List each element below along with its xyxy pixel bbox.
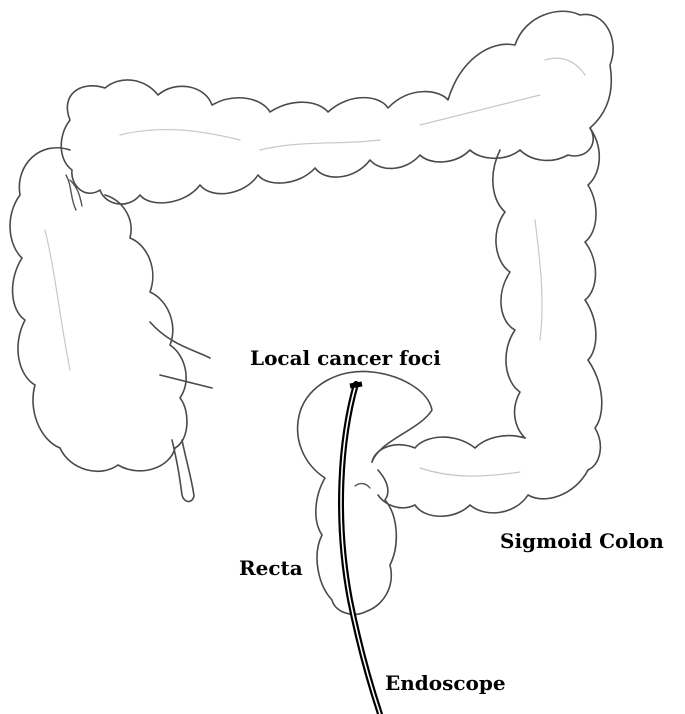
endoscope-tube — [338, 381, 383, 714]
transverse-colon — [60, 10, 614, 205]
label-local-cancer-foci: Local cancer foci — [250, 346, 441, 370]
appendix — [171, 439, 195, 503]
label-sigmoid-colon: Sigmoid Colon — [500, 529, 664, 553]
ascending-colon — [9, 147, 188, 473]
sigmoid-colon — [371, 434, 589, 517]
rectum — [296, 370, 433, 616]
label-recta: Recta — [239, 556, 303, 580]
endoscope-tip — [349, 381, 363, 389]
label-endoscope: Endoscope — [385, 671, 506, 695]
descending-colon — [492, 127, 603, 471]
ileum — [149, 321, 213, 389]
